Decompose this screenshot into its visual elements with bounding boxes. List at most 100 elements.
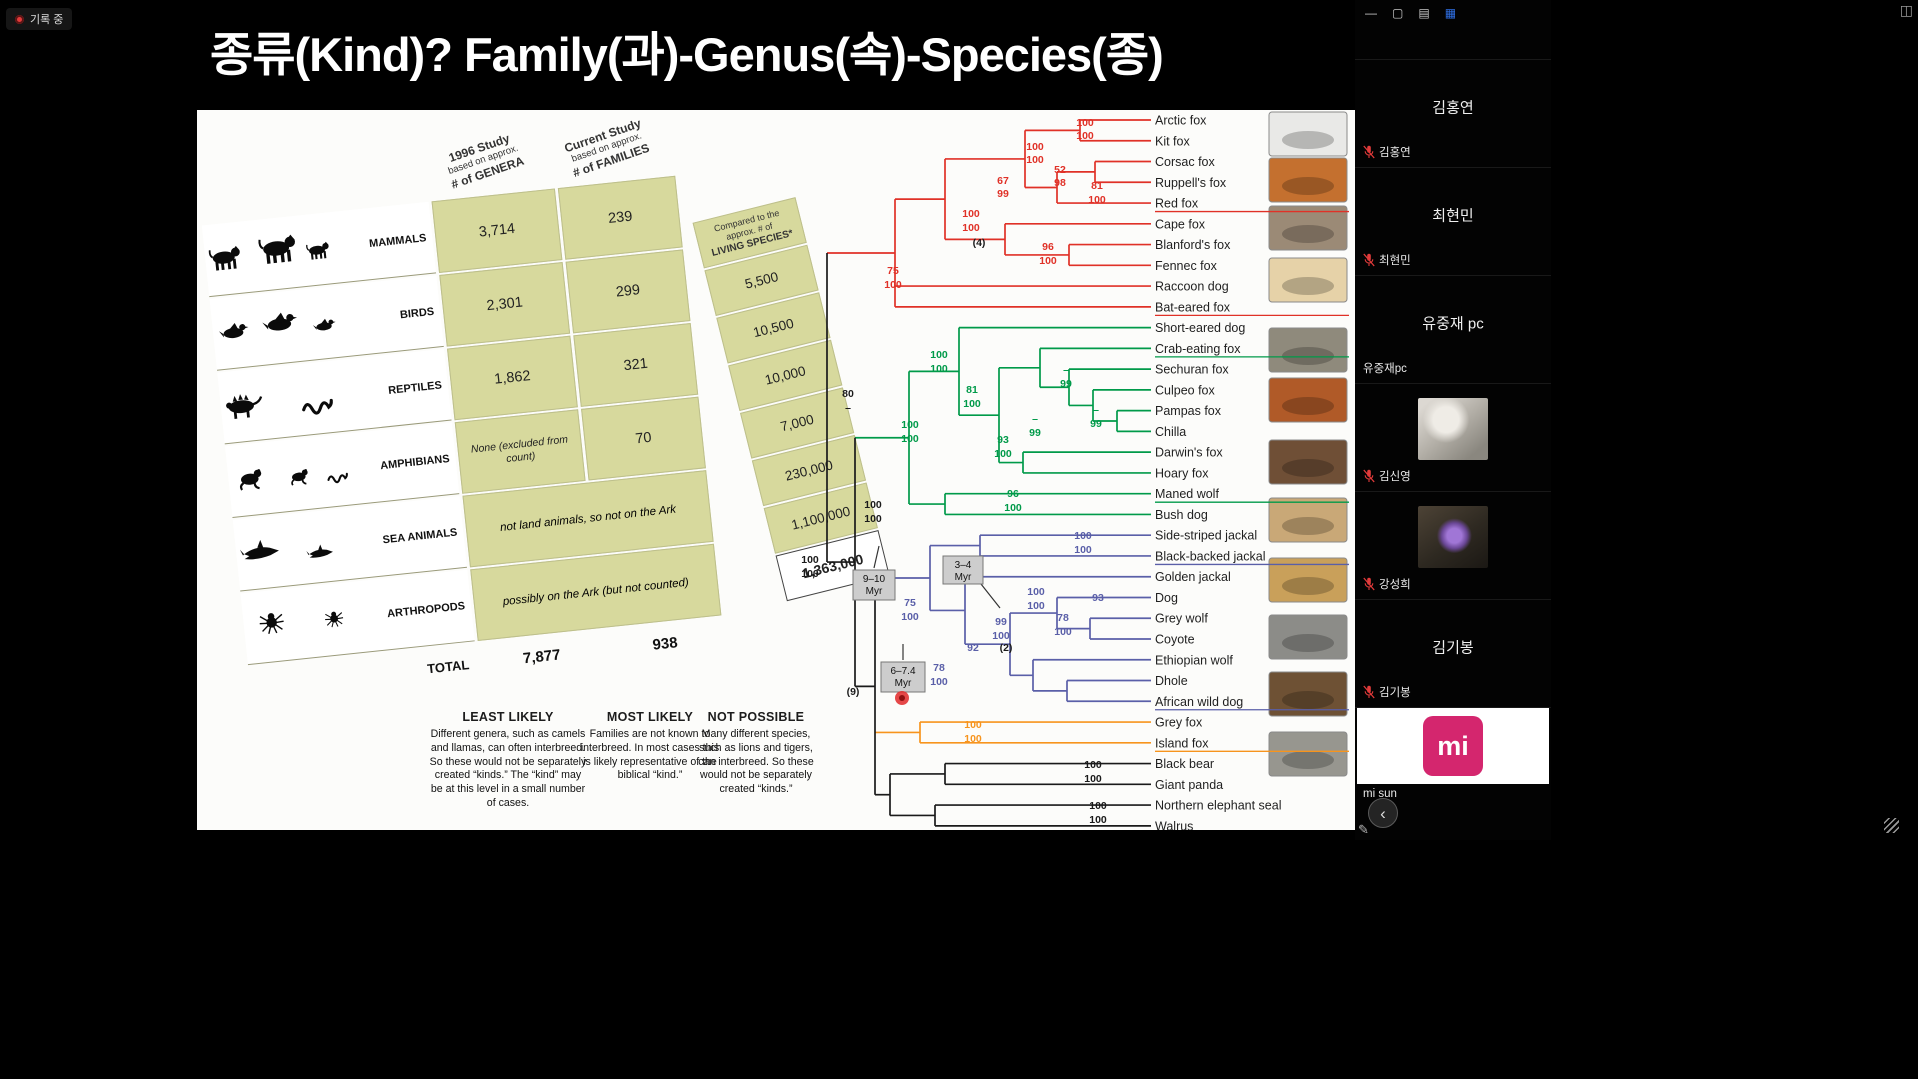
minimize-icon[interactable]: — <box>1365 6 1377 20</box>
families-cell: 299 <box>565 249 691 334</box>
animal-photo <box>1268 439 1348 485</box>
participant-label: mi sun <box>1363 788 1397 800</box>
recording-indicator: 기록 중 <box>6 8 73 30</box>
participant-tile[interactable]: mi mi sun <box>1355 707 1551 807</box>
species-label: Giant panda <box>1155 778 1223 792</box>
recording-dot-icon <box>15 14 24 24</box>
window-controls: — ▢ ▤ ▦ <box>1355 0 1551 23</box>
genera-cell: None (excluded from count) <box>454 409 586 494</box>
support-value: 100 <box>864 513 882 525</box>
verdict-text: Families are not known to interbreed. In… <box>580 728 720 782</box>
svg-text:Myr: Myr <box>895 678 912 689</box>
grid-view-icon[interactable]: ▦ <box>1444 6 1457 20</box>
animal-photo <box>1268 497 1348 543</box>
animal-photo <box>1268 327 1348 373</box>
support-value: 67 <box>997 175 1009 187</box>
layout-toggle-icon[interactable]: ◫ <box>1899 2 1913 18</box>
participant-tile[interactable]: 강성희 <box>1355 491 1551 599</box>
species-label: Arctic fox <box>1155 114 1207 128</box>
genera-cell: 2,301 <box>439 262 571 347</box>
species-label: Raccoon dog <box>1155 280 1229 294</box>
support-value: 100 <box>1076 117 1094 129</box>
support-value: 100 <box>964 733 982 745</box>
species-label: Sechuran fox <box>1155 363 1229 377</box>
support-value: – <box>1032 413 1038 425</box>
support-value: 100 <box>1026 154 1044 166</box>
support-value: 96 <box>1007 488 1019 500</box>
families-cell: 239 <box>557 175 683 260</box>
support-value: 78 <box>1057 612 1069 624</box>
support-value: 81 <box>1091 180 1103 192</box>
support-value: 99 <box>1029 427 1041 439</box>
species-label: Maned wolf <box>1155 487 1219 501</box>
support-value: 100 <box>930 349 948 361</box>
svg-text:6–7.4: 6–7.4 <box>890 666 915 677</box>
participant-label: 김신영 <box>1363 468 1411 484</box>
genera-cell: 1,862 <box>447 335 578 421</box>
participant-name-label: 최현민 <box>1379 255 1411 267</box>
support-value: – <box>1093 404 1099 416</box>
support-value: 99 <box>1060 378 1072 390</box>
row-label: REPTILES <box>387 378 443 397</box>
participant-tile[interactable]: 김신영 <box>1355 383 1551 491</box>
support-value: 52 <box>1054 164 1066 176</box>
animal-photo <box>1268 671 1348 717</box>
animal-photo <box>1268 614 1348 660</box>
species-label: Kit fox <box>1155 134 1190 148</box>
participant-tile[interactable]: 유중재 pc 유중재pc <box>1355 275 1551 383</box>
bird-silhouettes-icon <box>218 312 336 338</box>
support-value: 100 <box>1054 626 1072 638</box>
support-value: 100 <box>1074 544 1092 556</box>
families-cell: 70 <box>581 396 706 481</box>
animal-group-cell: AMPHIBIANS <box>225 422 460 518</box>
support-value: 100 <box>1089 814 1107 826</box>
species-label: Chilla <box>1155 425 1186 439</box>
verdict-text: Many different species, such as lions an… <box>698 728 814 796</box>
row-label: AMPHIBIANS <box>379 452 451 472</box>
support-value: 100 <box>864 499 882 511</box>
support-value: (4) <box>973 237 986 249</box>
collapse-panel-button[interactable]: ‹ <box>1368 798 1398 828</box>
reptile-silhouettes-icon <box>226 393 333 419</box>
support-value: 100 <box>963 398 981 410</box>
support-value: 100 <box>1039 255 1057 267</box>
support-value: 100 <box>901 433 919 445</box>
row-label: MAMMALS <box>368 231 427 250</box>
species-label: Fennec fox <box>1155 259 1218 273</box>
support-value: (2) <box>1000 642 1013 654</box>
participant-logo: mi <box>1423 716 1483 776</box>
list-view-icon[interactable]: ▤ <box>1418 6 1430 20</box>
participant-display-name: 유중재 pc <box>1422 315 1484 333</box>
participant-label: 강성희 <box>1363 576 1411 592</box>
annotate-icon[interactable]: ✎ <box>1358 822 1369 837</box>
participant-name-label: mi sun <box>1363 788 1397 800</box>
svg-text:Myr: Myr <box>955 572 972 583</box>
slide-title: 종류(Kind)? Family(과)-Genus(속)-Species(종) <box>210 28 1164 81</box>
animal-group-cell: BIRDS <box>209 275 444 371</box>
support-value: 100 <box>962 222 980 234</box>
species-label: African wild dog <box>1155 695 1243 709</box>
maximize-icon[interactable]: ▢ <box>1392 6 1404 20</box>
resize-handle[interactable] <box>1884 818 1899 833</box>
participant-label: 유중재pc <box>1363 360 1407 376</box>
species-label: Ethiopian wolf <box>1155 653 1233 667</box>
support-value: – <box>845 402 851 414</box>
support-value: 100 <box>1084 773 1102 785</box>
support-value: 96 <box>1042 241 1054 253</box>
participant-name-label: 강성희 <box>1379 579 1411 591</box>
participant-display-name: 김홍연 <box>1432 99 1474 117</box>
species-label: Bush dog <box>1155 508 1208 522</box>
